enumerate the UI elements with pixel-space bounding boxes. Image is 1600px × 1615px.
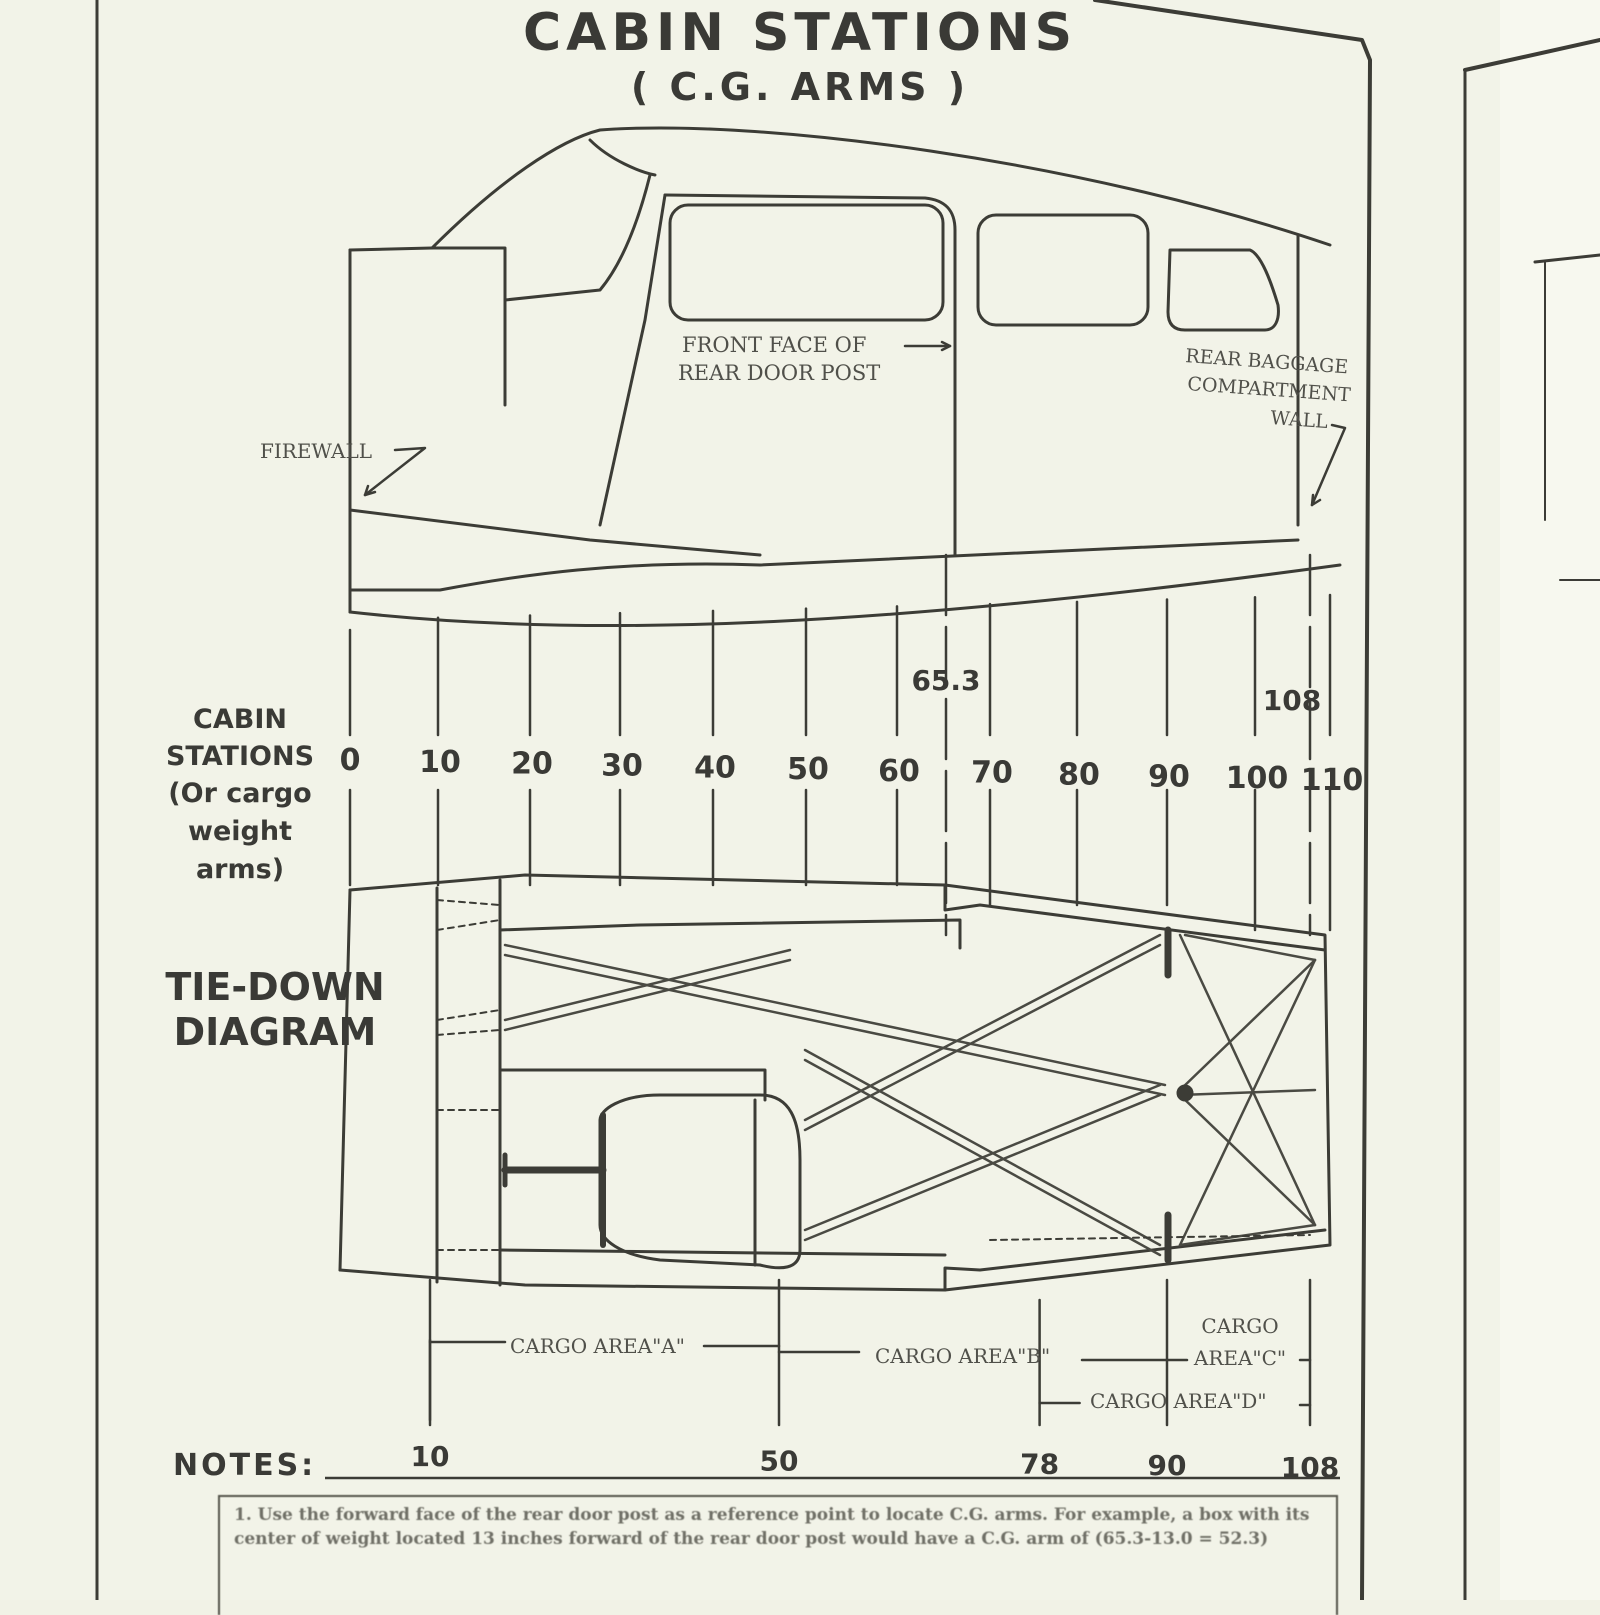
dashed-guides xyxy=(436,899,1311,1251)
roof-line xyxy=(430,126,1332,250)
station-label-50: 50 xyxy=(787,752,829,787)
right-page-line xyxy=(1533,253,1600,264)
stations-label-line1: CABIN xyxy=(193,704,287,735)
belly-line xyxy=(348,563,1342,628)
page-title: CABIN STATIONS xyxy=(523,3,1077,63)
cargo-tick-label-50: 50 xyxy=(760,1445,799,1478)
special-station-label-65.3: 65.3 xyxy=(911,664,980,697)
right-page-edge xyxy=(1500,0,1600,1600)
plan-firewall xyxy=(338,888,352,1272)
front-face-label-2: REAR DOOR POST xyxy=(678,361,880,385)
windshield-top xyxy=(588,138,657,177)
station-label-10: 10 xyxy=(419,745,461,780)
stations-label-line5: arms) xyxy=(196,854,284,885)
cargo-tick-label-78: 78 xyxy=(1020,1448,1059,1481)
station-label-40: 40 xyxy=(694,750,736,785)
stations-label-line2: STATIONS xyxy=(166,741,314,772)
notes-box: 1. Use the forward face of the rear door… xyxy=(218,1495,1338,1615)
cargo-area-d: CARGO AREA"D" xyxy=(1090,1389,1267,1413)
cargo-area-labels: CARGO AREA"A" CARGO AREA"B" CARGO AREA"C… xyxy=(510,1314,1286,1413)
cargo-tick-label-90: 90 xyxy=(1148,1449,1187,1482)
station-label-90: 90 xyxy=(1148,759,1190,794)
stations-axis-label: CABIN STATIONS (Or cargo weight arms) xyxy=(166,704,314,885)
cargo-tick-label-10: 10 xyxy=(411,1440,450,1473)
tiedown-title-2: DIAGRAM xyxy=(174,1010,377,1054)
notes-text: 1. Use the forward face of the rear door… xyxy=(234,1505,1310,1549)
firewall-label: FIREWALL xyxy=(260,439,372,463)
station-label-20: 20 xyxy=(511,747,553,782)
instrument-panel xyxy=(348,246,507,407)
stations-label-line4: weight xyxy=(188,816,292,847)
station-label-110: 110 xyxy=(1301,763,1364,798)
station-label-100: 100 xyxy=(1226,761,1289,796)
station-label-30: 30 xyxy=(601,748,643,783)
rear-baggage-label-2: COMPARTMENT xyxy=(1187,373,1352,406)
plan-outline xyxy=(338,873,1332,1292)
rear-window xyxy=(976,213,1150,327)
cargo-area-c-2: AREA"C" xyxy=(1193,1346,1286,1370)
tiedown-ring xyxy=(1176,1084,1194,1102)
notes-label: NOTES: xyxy=(173,1448,316,1483)
cabin-side-view xyxy=(348,126,1342,628)
station-label-0: 0 xyxy=(340,743,361,778)
tiedown-plan-view xyxy=(338,873,1332,1292)
tiedown-title-1: TIE-DOWN xyxy=(165,965,384,1009)
floor-line xyxy=(348,508,762,557)
front-window xyxy=(668,203,945,322)
rear-baggage-label-3: WALL xyxy=(1270,407,1329,433)
front-door-frame xyxy=(663,193,957,557)
left-page xyxy=(0,0,1500,1600)
cargo-area-b: CARGO AREA"B" xyxy=(875,1344,1050,1368)
door-front-edge xyxy=(598,193,667,527)
station-label-80: 80 xyxy=(1058,758,1100,793)
rear-baggage-label-1: REAR BAGGAGE xyxy=(1185,345,1349,378)
stations-label-line3: (Or cargo xyxy=(168,778,311,809)
tiedown-straps xyxy=(503,933,1317,1257)
firewall-leader xyxy=(363,446,427,497)
cargo-area-a: CARGO AREA"A" xyxy=(510,1334,685,1358)
special-station-label-108: 108 xyxy=(1263,684,1321,717)
windshield-post xyxy=(503,173,652,302)
cabin-floor-line xyxy=(348,538,1300,592)
station-label-70: 70 xyxy=(971,756,1013,791)
cargo-area-c-1: CARGO xyxy=(1201,1314,1278,1338)
station-label-60: 60 xyxy=(878,754,920,789)
seat-outline xyxy=(598,1093,802,1270)
baggage-wall-leader xyxy=(1310,423,1347,507)
right-page-border-top xyxy=(1463,38,1600,72)
page-subtitle: ( C.G. ARMS ) xyxy=(631,65,969,109)
front-face-label-1: FRONT FACE OF xyxy=(682,333,866,357)
page-frame-right xyxy=(1093,0,1372,1600)
baggage-window xyxy=(1166,248,1280,332)
